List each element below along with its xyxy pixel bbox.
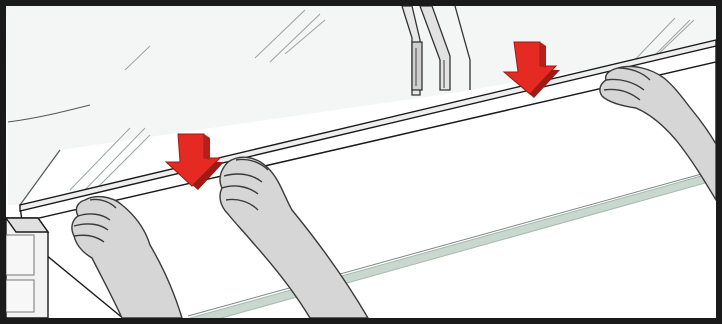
left-cabinet [6,218,48,318]
